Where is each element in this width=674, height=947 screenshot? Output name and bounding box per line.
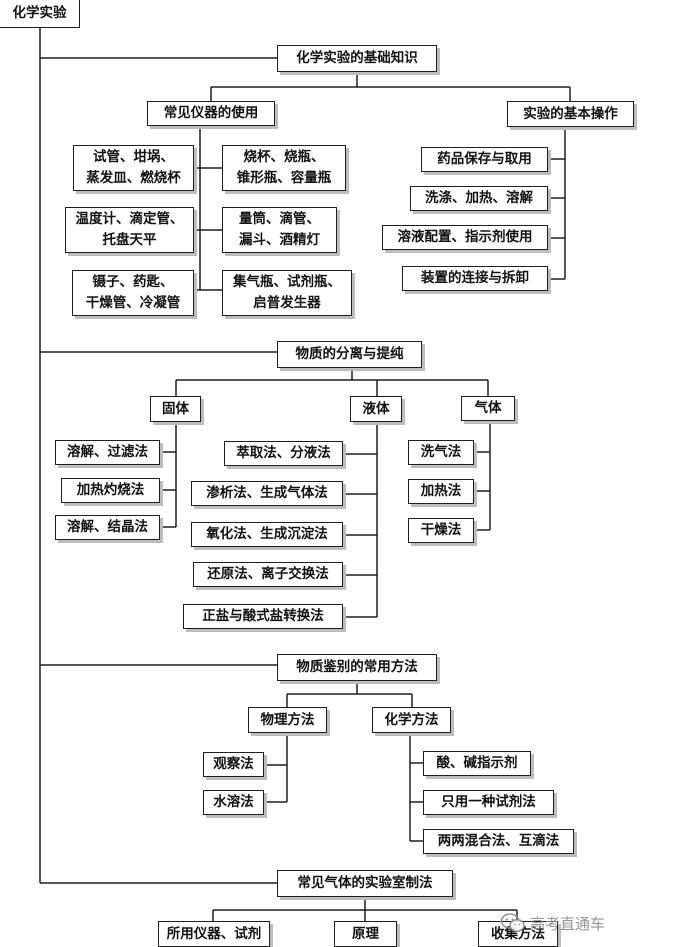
physical-method-node: 物理方法 [248,707,327,733]
instrument-right-1: 烧杯、烧瓶、 锥形瓶、容量瓶 [222,145,346,191]
basic-knowledge-node: 化学实验的基础知识 [277,45,437,72]
solid-item-1: 溶解、过滤法 [55,440,160,465]
chemical-item-1: 酸、碱指示剂 [423,751,531,776]
liquid-item-1: 萃取法、分液法 [224,441,343,466]
solid-node: 固体 [150,396,201,422]
operation-item-4: 装置的连接与拆卸 [402,266,548,291]
gasprep-item-2: 原理 [334,921,397,947]
physical-item-2: 水溶法 [203,790,264,815]
operation-item-2: 洗涤、加热、溶解 [410,186,548,211]
watermark: 高考直通车 [500,908,605,938]
chemical-item-3: 两两混合法、互滴法 [423,829,574,854]
instrument-left-1: 试管、坩埚、 蒸发皿、燃烧杯 [73,145,194,191]
liquid-item-2: 渗析法、生成气体法 [191,481,343,506]
solid-item-3: 溶解、结晶法 [55,515,160,540]
wechat-icon [500,913,525,933]
gas-item-2: 加热法 [408,479,474,504]
gas-item-1: 洗气法 [408,440,474,465]
liquid-item-3: 氧化法、生成沉淀法 [191,522,343,547]
instruments-node: 常见仪器的使用 [147,101,275,126]
instrument-right-3: 集气瓶、试剂瓶、 启普发生器 [222,270,352,316]
chemical-method-node: 化学方法 [372,707,451,733]
operation-item-1: 药品保存与取用 [421,147,548,172]
physical-item-1: 观察法 [203,752,264,777]
operation-item-3: 溶液配置、指示剂使用 [382,225,548,250]
gas-preparation-node: 常见气体的实验室制法 [277,870,453,897]
chemical-item-2: 只用一种试剂法 [423,790,554,815]
liquid-node: 液体 [350,396,402,422]
liquid-item-4: 还原法、离子交换法 [193,562,343,587]
instrument-left-2: 温度计、滴定管、 托盘天平 [65,207,194,253]
root-node: 化学实验 [0,0,80,28]
instrument-right-2: 量筒、滴管、 漏斗、酒精灯 [222,207,337,253]
solid-item-2: 加热灼烧法 [61,478,160,503]
instrument-left-3: 镊子、药匙、 干燥管、冷凝管 [72,270,194,316]
gas-node: 气体 [461,396,515,421]
separation-node: 物质的分离与提纯 [277,341,422,368]
liquid-item-5: 正盐与酸式盐转换法 [183,604,343,629]
gasprep-item-1: 所用仪器、试剂 [158,921,270,947]
watermark-text: 高考直通车 [530,914,606,933]
operations-node: 实验的基本操作 [507,101,634,127]
identification-node: 物质鉴别的常用方法 [277,654,437,681]
gas-item-3: 干燥法 [408,518,474,543]
